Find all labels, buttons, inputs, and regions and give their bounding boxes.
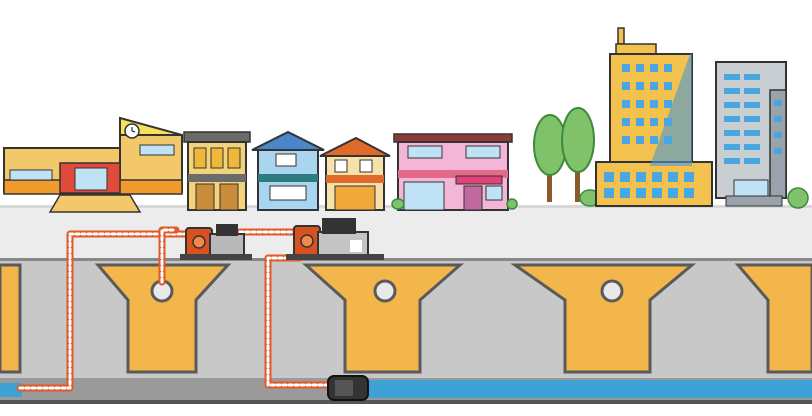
manhole-3	[302, 263, 464, 374]
bypass-hose-left	[16, 226, 194, 392]
tall-office-gray	[715, 61, 787, 207]
tree-right	[561, 107, 595, 202]
bypass-hose-right	[236, 228, 334, 389]
office-windows	[604, 64, 694, 198]
sewage-water-outlet	[0, 383, 22, 397]
sewage-water	[360, 380, 812, 398]
house-blue	[251, 130, 325, 211]
house-orange	[319, 136, 391, 211]
shop-building	[183, 131, 251, 211]
manhole-5	[734, 263, 812, 374]
suction-strainer	[327, 375, 369, 401]
pump-unit-right	[286, 218, 384, 260]
school-building	[3, 116, 183, 213]
manhole-1	[0, 263, 22, 374]
clock-icon	[124, 123, 140, 139]
manhole-opening	[600, 279, 624, 303]
tall-office-yellow	[595, 27, 713, 207]
pump-unit-left	[180, 224, 252, 260]
house-pink	[393, 133, 513, 211]
manhole-opening	[373, 279, 397, 303]
tree-left	[533, 114, 567, 202]
pipe-bottom-line	[0, 400, 812, 404]
road-line	[0, 258, 812, 261]
manhole-4	[510, 263, 697, 374]
manhole-2	[94, 263, 232, 374]
